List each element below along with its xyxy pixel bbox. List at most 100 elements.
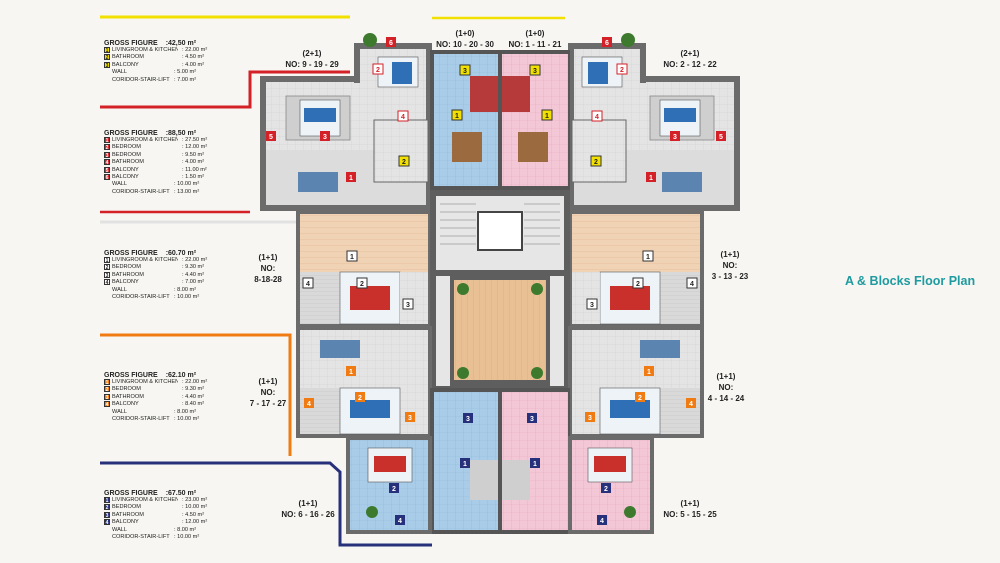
unit-numbers-label: NO: (718, 383, 734, 392)
unit-label-mid-right: (1+1) NO: 3 - 13 - 23 (706, 249, 754, 282)
svg-text:4: 4 (398, 518, 402, 525)
svg-text:3: 3 (530, 416, 534, 423)
legend-row: WALL: 10.00 m² (104, 181, 207, 188)
legend-row: CORIDOR-STAIR-LIFT: 10.00 m² (104, 416, 207, 423)
svg-text:4: 4 (307, 401, 311, 408)
gross-label: GROSS FIGURE (104, 130, 158, 137)
room-label: BEDROOM (112, 151, 141, 158)
room-label: BATHROOM (112, 159, 144, 166)
svg-text:6: 6 (605, 40, 609, 47)
room-area: : 4.00 m² (182, 61, 205, 68)
room-number: 4 (104, 519, 110, 527)
leader-red (100, 70, 350, 109)
room-label: WALL (112, 69, 128, 76)
legend-row: WALL: 8.00 m² (104, 409, 207, 416)
room-markers: 6 6 2 2 3 3 5 5 4 4 1 1 2 2 3 3 1 1 1 1 … (266, 37, 726, 525)
room-area: : 9.30 m² (182, 264, 205, 271)
unit-numbers: NO: 5 - 15 - 25 (663, 510, 717, 519)
room-label: LIVINGROOM & KITCHEN (112, 137, 178, 143)
legend-row: CORIDOR-STAIR-LIFT : 13.00 m² (104, 189, 207, 196)
svg-text:2: 2 (636, 281, 640, 288)
room-label: BALCONY (112, 174, 139, 181)
room-area: : 22.00 m² (182, 47, 208, 53)
room-number: 4 (104, 401, 110, 409)
room-label: BALCONY (112, 519, 139, 526)
unit-type: (1+1) (258, 253, 278, 262)
room-label: CORIDOR-STAIR-LIFT (112, 188, 170, 195)
svg-text:3: 3 (466, 416, 470, 423)
gross-value: :88,50 m² (165, 130, 197, 137)
unit-numbers: NO: 6 - 16 - 26 (281, 510, 335, 519)
room-label: CORIDOR-STAIR-LIFT (112, 294, 170, 301)
unit-label-low-right: (1+1) NO: 4 - 14 - 24 (702, 371, 750, 404)
svg-text:4: 4 (689, 401, 693, 408)
svg-text:3: 3 (673, 134, 677, 141)
svg-text:1: 1 (350, 254, 354, 261)
room-area: : 8.00 m² (174, 526, 197, 533)
room-area: : 9.30 m² (182, 386, 205, 393)
unit-type: (1+1) (716, 372, 736, 381)
room-number: 3 (104, 511, 110, 519)
unit-numbers-label: NO: (260, 264, 276, 273)
unit-numbers: NO: 10 - 20 - 30 (436, 40, 494, 49)
svg-text:1: 1 (646, 254, 650, 261)
svg-text:5: 5 (719, 134, 723, 141)
room-number: 4 (104, 159, 110, 167)
unit-label-low-left: (1+1) NO: 7 - 17 - 27 (244, 376, 292, 409)
room-label: BEDROOM (112, 504, 141, 511)
room-number: 1 (104, 137, 110, 144)
room-area: : 4.50 m² (182, 511, 205, 518)
room-area: : 10.00 m² (174, 181, 200, 188)
unit-type: (1+0) (455, 29, 475, 38)
svg-text:4: 4 (401, 114, 405, 121)
svg-text:4: 4 (600, 518, 604, 525)
building (260, 33, 740, 534)
room-label: LIVINGROOM & KITCHEN (112, 257, 178, 263)
svg-text:1: 1 (545, 113, 549, 120)
room-area: : 7.00 m² (174, 76, 197, 83)
unit-numbers: NO: 9 - 19 - 29 (285, 60, 339, 69)
room-label: CORIDOR-STAIR-LIFT (112, 534, 170, 541)
room-area: : 13.00 m² (174, 188, 200, 195)
svg-text:2: 2 (604, 486, 608, 493)
room-label: CORIDOR-STAIR-LIFT (112, 76, 170, 83)
room-number: 1 (104, 379, 110, 386)
unit-numbers: NO: 2 - 12 - 22 (663, 60, 717, 69)
room-label: CORIDOR-STAIR-LIFT (112, 416, 170, 423)
room-number: 1 (104, 47, 110, 54)
room-area: : 4.40 m² (182, 271, 205, 278)
leader-navy (100, 461, 432, 547)
room-area: : 10.00 m² (182, 504, 208, 511)
room-area: : 5.00 m² (174, 69, 197, 76)
gross-figure: GROSS FIGURE:67.50 m² (104, 490, 207, 497)
room-number: 3 (104, 151, 110, 159)
unit-label-top-left: (2+1) NO: 9 - 19 - 29 (272, 48, 352, 70)
room-label: BATHROOM (112, 393, 144, 400)
room-area: : 12.00 m² (182, 519, 208, 526)
svg-text:2: 2 (358, 395, 362, 402)
gross-figure: GROSS FIGURE :88,50 m² (104, 130, 207, 137)
gross-label: GROSS FIGURE (104, 372, 158, 379)
room-label: LIVINGROOM & KITCHEN (112, 497, 178, 503)
legend-row: WALL: 8.00 m² (104, 527, 207, 534)
gross-value: :42,50 m² (165, 40, 197, 47)
room-label: BATHROOM (112, 54, 144, 61)
svg-text:3: 3 (463, 68, 467, 75)
gross-label: GROSS FIGURE (104, 490, 158, 497)
room-number: 1 (104, 257, 110, 264)
room-area: : 12.00 m² (182, 144, 208, 151)
room-area: : 23.00 m² (182, 497, 208, 503)
unit-type: (2+1) (302, 49, 322, 58)
room-number: 5 (104, 166, 110, 174)
room-label: BEDROOM (112, 386, 141, 393)
